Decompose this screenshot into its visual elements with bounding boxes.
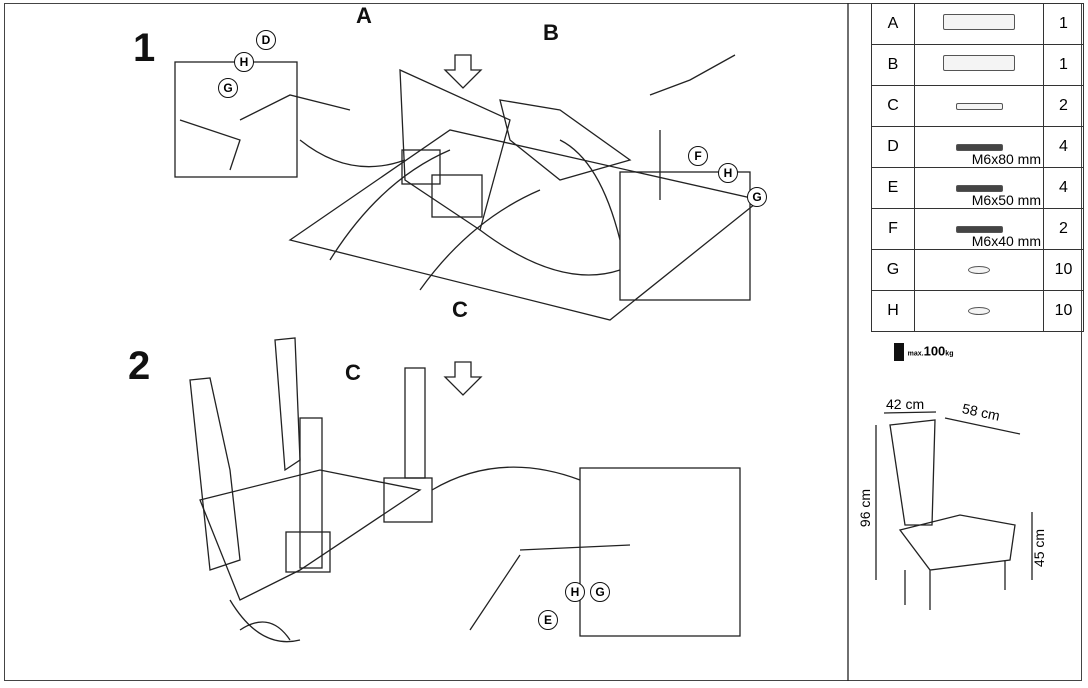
- part-spec: M6x40 mm: [971, 233, 1041, 249]
- step2-chair-frame: [189, 337, 426, 643]
- callout-g: G: [747, 187, 767, 207]
- step1-highlight-1: [401, 149, 441, 185]
- part-letter: C: [871, 85, 915, 127]
- part-icon: [943, 13, 1015, 30]
- callout-g: G: [218, 78, 238, 98]
- part-icon: [955, 226, 1003, 233]
- step2-detail-box: [579, 467, 741, 637]
- part-icon: [968, 266, 990, 274]
- part-quantity: 1: [1043, 3, 1084, 45]
- part-letter: A: [871, 3, 915, 45]
- part-quantity: 4: [1043, 126, 1084, 168]
- part-letter: H: [871, 290, 915, 332]
- part-image: [914, 44, 1044, 86]
- part-quantity: 2: [1043, 85, 1084, 127]
- callout-e: E: [538, 610, 558, 630]
- part-image: [914, 290, 1044, 332]
- weight-icon: [894, 343, 904, 361]
- part-icon: [955, 144, 1003, 151]
- callout-f: F: [688, 146, 708, 166]
- step-number-2: 2: [128, 344, 151, 388]
- part-letter: F: [871, 208, 915, 250]
- dim-seat-height: 45 cm: [1031, 528, 1048, 568]
- callout-h: H: [234, 52, 254, 72]
- dim-width: 42 cm: [886, 396, 925, 412]
- chair-dimension-drawing: [875, 411, 1033, 610]
- part-quantity: 4: [1043, 167, 1084, 209]
- part-spec: M6x80 mm: [971, 151, 1041, 167]
- part-image: [914, 85, 1044, 127]
- part-label-b: B: [543, 20, 559, 45]
- part-icon: [955, 103, 1003, 110]
- part-image: [914, 3, 1044, 45]
- callout-g: G: [590, 582, 610, 602]
- part-quantity: 2: [1043, 208, 1084, 250]
- step1-seat-frame: [288, 68, 762, 321]
- step1-highlight-2: [431, 174, 483, 218]
- step2-highlight-1: [285, 531, 331, 573]
- callout-h: H: [565, 582, 585, 602]
- step-number-1: 1: [133, 26, 156, 70]
- page-frame: [4, 3, 1082, 681]
- callout-d: D: [256, 30, 276, 50]
- part-icon: [943, 54, 1015, 71]
- part-row: H 10: [871, 290, 1084, 332]
- part-letter: B: [871, 44, 915, 86]
- part-letter: G: [871, 249, 915, 291]
- step1-detail-right-box: [619, 171, 751, 301]
- part-quantity: 10: [1043, 290, 1084, 332]
- part-row: G 10: [871, 249, 1084, 291]
- part-label-c: C: [452, 297, 468, 322]
- dim-height: 96 cm: [857, 488, 874, 528]
- part-image: M6x50 mm: [914, 167, 1044, 209]
- part-image: M6x40 mm: [914, 208, 1044, 250]
- step1-detail-left-box: [174, 61, 298, 178]
- step2-arrow-down-icon: [443, 361, 483, 396]
- part-label-c: C: [345, 360, 361, 385]
- max-weight-label: max.100kg: [894, 343, 953, 361]
- part-icon: [968, 307, 990, 315]
- step1-arrow-down-icon: [443, 54, 483, 89]
- part-quantity: 10: [1043, 249, 1084, 291]
- callout-h: H: [718, 163, 738, 183]
- part-quantity: 1: [1043, 44, 1084, 86]
- part-image: [914, 249, 1044, 291]
- part-spec: M6x50 mm: [971, 192, 1041, 208]
- step2-highlight-2: [383, 477, 433, 523]
- part-letter: D: [871, 126, 915, 168]
- part-image: M6x80 mm: [914, 126, 1044, 168]
- part-letter: E: [871, 167, 915, 209]
- part-label-a: A: [356, 3, 372, 28]
- part-icon: [955, 185, 1003, 192]
